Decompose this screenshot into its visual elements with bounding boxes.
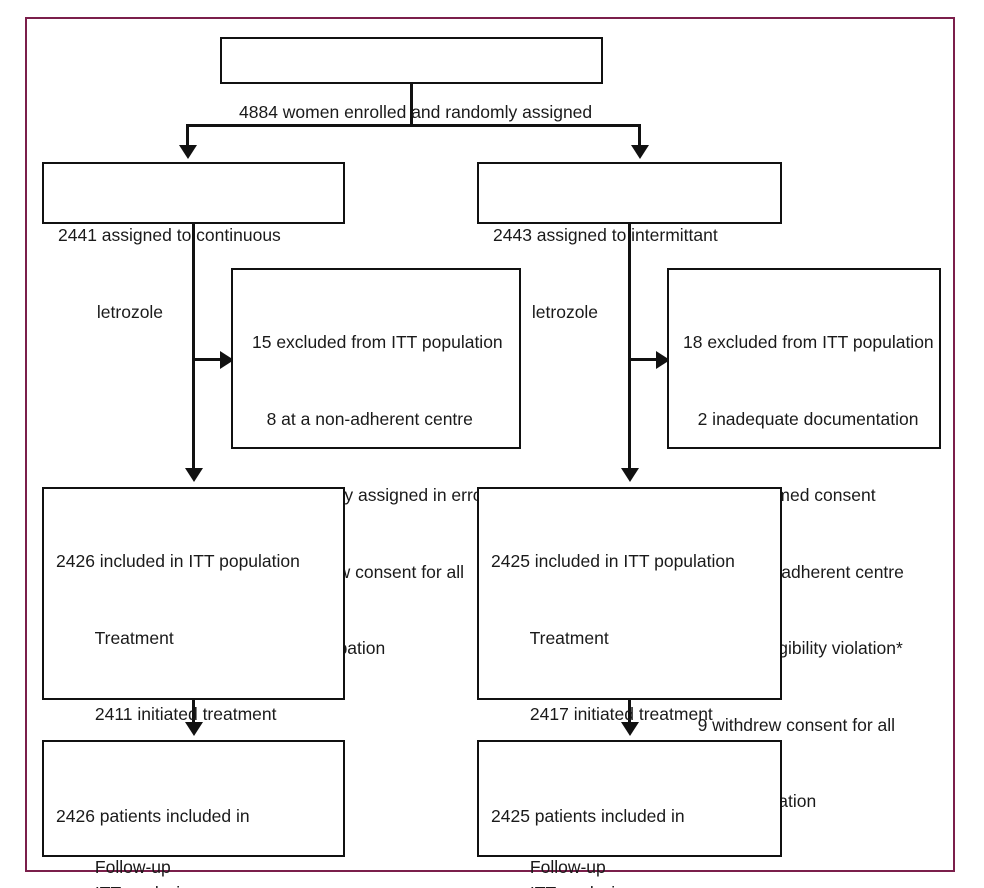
allocation-left-line-0: 2441 assigned to continuous <box>58 225 281 245</box>
exclusion-box-right: 18 excluded from ITT population 2 inadeq… <box>667 268 941 811</box>
enrollment-line-0: 4884 women enrolled and randomly assigne… <box>239 102 593 122</box>
arrow-to-left-allocation <box>178 145 197 159</box>
itt-left-line-0: 2426 included in ITT population <box>56 551 300 571</box>
analysis-left-text: 2426 patients included in ITT analysis 2… <box>44 742 343 888</box>
exclusion-right-line-0: 18 excluded from ITT population <box>683 332 934 352</box>
arrow-to-left-itt <box>184 468 203 482</box>
enrollment-box: 4884 women enrolled and randomly assigne… <box>220 37 603 122</box>
connector-left-to-analysis <box>192 700 195 726</box>
analysis-box-left: 2426 patients included in ITT analysis 2… <box>42 740 345 888</box>
exclusion-box-left: 15 excluded from ITT population 8 at a n… <box>231 268 521 658</box>
analysis-left-line-1: ITT analysis <box>56 881 343 888</box>
allocation-right-text: 2443 assigned to intermittant letrozole <box>479 164 780 376</box>
itt-right-line-1: Treatment <box>491 627 609 648</box>
itt-right-line-0: 2425 included in ITT population <box>491 551 735 571</box>
exclusion-left-line-1: 8 at a non-adherent centre <box>252 408 473 429</box>
connector-left-exclusion-branch <box>192 358 223 361</box>
allocation-left-line-1: letrozole <box>58 301 164 322</box>
allocation-box-right: 2443 assigned to intermittant letrozole <box>477 162 782 322</box>
connector-left-trunk <box>192 224 195 470</box>
analysis-right-line-0: 2425 patients included in <box>491 806 685 826</box>
analysis-box-right: 2425 patients included in ITT analysis 2… <box>477 740 782 888</box>
arrow-to-left-analysis <box>184 722 203 736</box>
figure-border <box>25 17 955 872</box>
exclusion-right-line-1: 2 inadequate documentation <box>683 408 919 429</box>
arrow-to-right-allocation <box>630 145 649 159</box>
exclusion-left-line-0: 15 excluded from ITT population <box>252 332 503 352</box>
itt-population-box-left: 2426 included in ITT population Treatmen… <box>42 487 345 877</box>
arrow-to-right-itt <box>620 468 639 482</box>
allocation-box-left: 2441 assigned to continuous letrozole <box>42 162 345 322</box>
analysis-right-line-1: ITT analysis <box>491 881 780 888</box>
itt-right-line-2: 2417 initiated treatment <box>491 704 713 724</box>
connector-right-exclusion-branch <box>628 358 659 361</box>
itt-left-line-4: Follow-up <box>56 857 171 877</box>
allocation-right-line-1: letrozole <box>493 301 599 322</box>
connector-right-trunk <box>628 224 631 470</box>
connector-split-bar <box>186 124 641 127</box>
itt-population-box-right: 2425 included in ITT population Treatmen… <box>477 487 782 877</box>
analysis-right-text: 2425 patients included in ITT analysis 2… <box>479 742 780 888</box>
connector-split-right-drop <box>638 124 641 147</box>
arrow-to-right-analysis <box>620 722 639 736</box>
connector-enrollment-stem <box>410 84 413 124</box>
itt-left-line-2: 2411 initiated treatment <box>56 704 277 724</box>
analysis-left-line-0: 2426 patients included in <box>56 806 250 826</box>
arrow-to-right-exclusion <box>656 350 670 369</box>
itt-right-line-4: Follow-up <box>491 857 606 877</box>
allocation-left-text: 2441 assigned to continuous letrozole <box>44 164 343 376</box>
exclusion-right-line-5: 9 withdrew consent for all <box>683 714 896 735</box>
connector-right-to-analysis <box>628 700 631 726</box>
connector-split-left-drop <box>186 124 189 147</box>
arrow-to-left-exclusion <box>220 350 234 369</box>
allocation-right-line-0: 2443 assigned to intermittant <box>493 225 718 245</box>
itt-left-line-1: Treatment <box>56 627 174 648</box>
enrollment-text: 4884 women enrolled and randomly assigne… <box>222 39 601 177</box>
